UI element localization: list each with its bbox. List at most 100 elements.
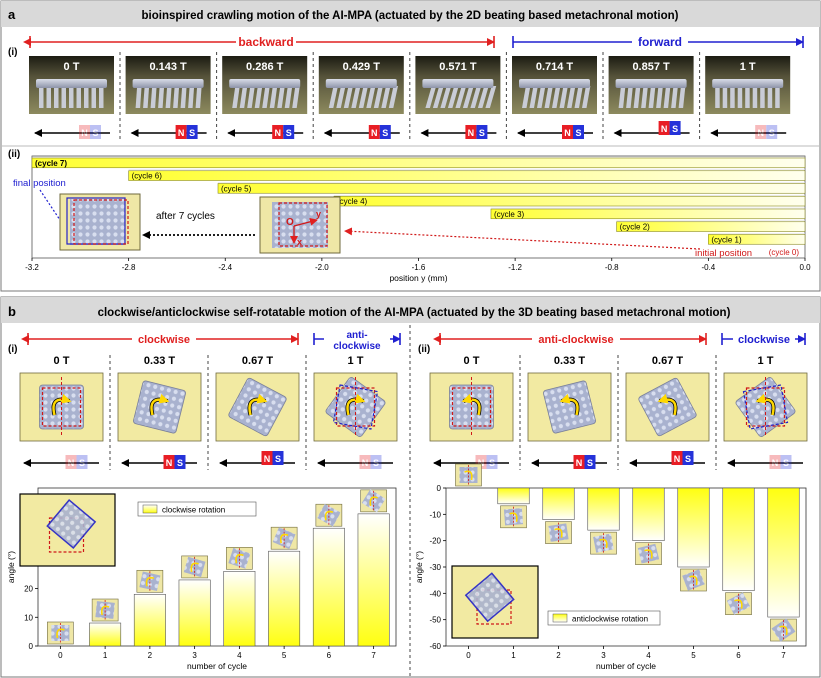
actuator-leg [582, 86, 591, 108]
final-position-photo [59, 193, 141, 251]
frame-time-label: 0.714 T [536, 61, 574, 73]
cycle-label: (cycle 5) [221, 184, 252, 193]
frame-time-label: 0.857 T [632, 61, 670, 73]
thumbnail-rotation-icon [509, 512, 518, 522]
magnet-north [163, 455, 175, 469]
cycle-label: (cycle 1) [711, 235, 742, 244]
magnet-n-label: N [674, 454, 681, 464]
panel-a-letter: a [8, 7, 16, 22]
frame-time-label: 0 T [54, 355, 70, 367]
actuator-leg [46, 86, 51, 108]
x-tick-label: 5 [691, 651, 696, 660]
x-tick-label: -1.2 [508, 263, 522, 272]
magnet-s-label: S [575, 128, 581, 138]
x-tick-label: 5 [282, 651, 287, 660]
magnet-n-label: N [564, 128, 571, 138]
frame-time-label: 0.67 T [242, 355, 273, 367]
x-tick-label: 6 [327, 651, 332, 660]
magnet-n-label: N [68, 458, 75, 468]
actuator-leg [76, 86, 81, 108]
magnet-north [658, 121, 670, 135]
initial-outline [41, 387, 82, 427]
magnet-south [283, 125, 295, 139]
magnet-n-label: N [362, 458, 369, 468]
angle-inset [451, 565, 539, 639]
initial-position-label: initial position [695, 248, 752, 259]
actuator-leg [730, 86, 735, 108]
actuator-leg [760, 86, 765, 108]
final-outline [742, 384, 789, 430]
magnet-north [562, 125, 573, 139]
frame-time-label: 1 T [740, 61, 756, 73]
magnet-s-label: S [587, 458, 593, 468]
actuator-leg [425, 86, 437, 108]
actuator-leg [373, 86, 383, 108]
cycle-thumbnail [47, 621, 74, 645]
actuator-legs [232, 86, 300, 108]
actuator-leg [522, 86, 531, 108]
thumbnail-actuator [726, 592, 751, 615]
thumbnail-actuator [637, 543, 660, 564]
magnet-s-label: S [92, 128, 98, 138]
y-tick-label: -50 [429, 616, 441, 625]
actuator-leg [388, 86, 398, 108]
magnet-s-label: S [783, 458, 789, 468]
actuator-body [422, 79, 494, 88]
x-axis-label: position y (mm) [389, 273, 447, 283]
y-tick-label: 0 [437, 484, 442, 493]
final-outline [332, 384, 379, 430]
actuator-leg [284, 86, 293, 108]
thumbnail-actuator [183, 556, 206, 578]
initial-position-arrow [344, 227, 701, 250]
thumbnail-actuator [95, 601, 115, 619]
cycle-thumbnail [91, 598, 119, 622]
actuator-legs [425, 86, 497, 108]
actuator-leg [150, 86, 157, 108]
axis-origin-label: O [286, 217, 294, 228]
magnet-north [368, 125, 380, 139]
backward-label: backward [238, 35, 293, 49]
magnet-north [261, 451, 273, 465]
y-tick-label: -60 [429, 642, 441, 651]
actuator-body [36, 79, 107, 88]
magnet-south [486, 455, 498, 469]
x-tick-label: 4 [237, 651, 242, 660]
actuator-leg [366, 86, 376, 108]
rotation-arrow-icon [461, 393, 481, 416]
actuator-leg [99, 86, 104, 108]
angle-bar [312, 527, 345, 647]
thumbnail-rotation-icon [190, 562, 199, 573]
actuator-leg [232, 86, 240, 108]
thumbnail-rotation-icon [100, 605, 110, 616]
position-bar [708, 234, 806, 245]
initial-position-photo: O y x [259, 196, 341, 254]
angle-bar [133, 593, 166, 647]
y-tick-label: -40 [429, 589, 441, 598]
magnet-south [584, 455, 596, 469]
cycle-thumbnail [635, 542, 662, 565]
magnet-n-label: N [772, 458, 779, 468]
actuator-body [228, 377, 287, 437]
actuator-leg [358, 86, 368, 108]
x-tick-label: -3.2 [25, 263, 39, 272]
magnet-s-label: S [177, 458, 183, 468]
actuator-leg [195, 86, 202, 108]
magnet-n-label: N [576, 458, 583, 468]
magnet-n-label: N [166, 458, 173, 468]
cycle-label: (cycle 3) [494, 210, 525, 219]
rotation-arrow-icon [657, 393, 677, 416]
magnet-south [76, 455, 88, 469]
thumbnail-rotation-icon [554, 528, 563, 538]
